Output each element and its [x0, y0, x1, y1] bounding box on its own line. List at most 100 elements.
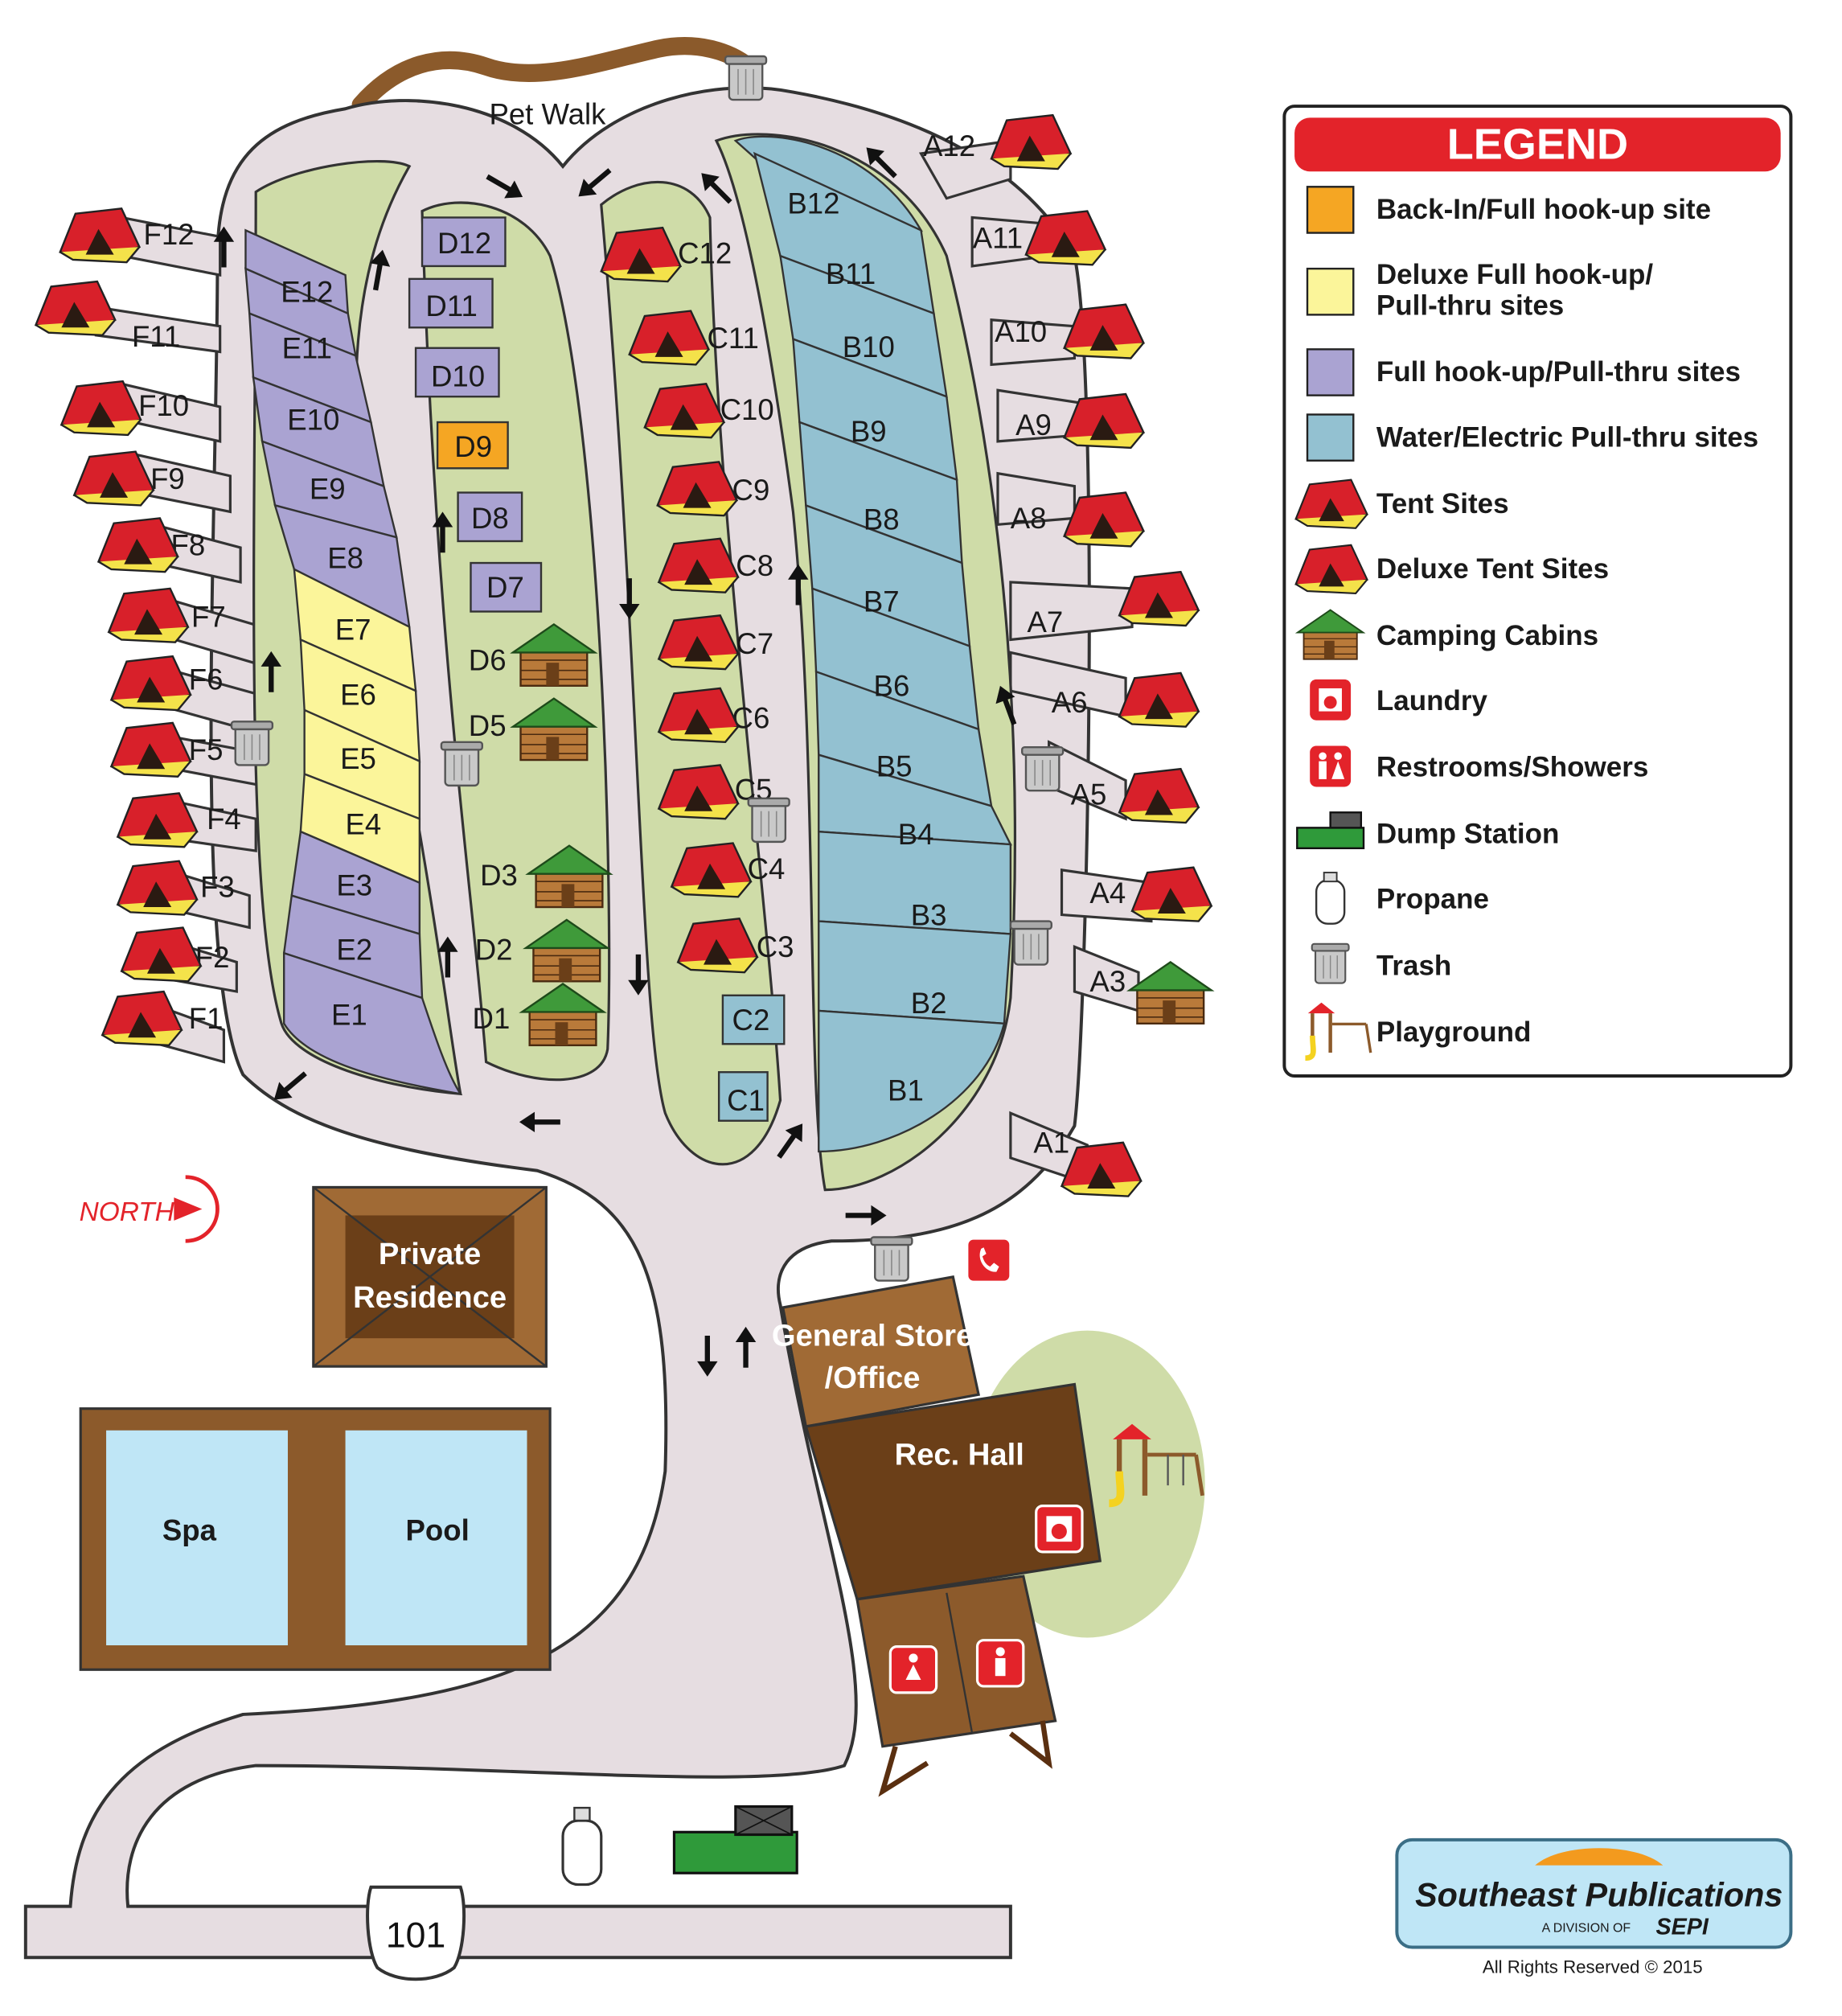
- legend-item: Deluxe Tent Sites: [1294, 544, 1609, 594]
- site-label-c8: C8: [736, 549, 773, 582]
- trash-icon: [440, 741, 484, 787]
- site-label-d9: D9: [454, 430, 492, 463]
- north-indicator: NORTH: [80, 1175, 219, 1243]
- dump-station-icon: [672, 1805, 798, 1874]
- private-residence-label-1: Private: [379, 1237, 481, 1271]
- site-label-e1: E1: [331, 998, 367, 1031]
- tent-icon: [108, 587, 190, 643]
- site-label-b2: B2: [911, 987, 947, 1020]
- north-label: NORTH: [80, 1197, 175, 1227]
- site-label-c12: C12: [678, 237, 732, 270]
- tent-icon: [110, 721, 192, 778]
- site-label-b11: B11: [826, 257, 876, 290]
- playground-icon: [1108, 1423, 1204, 1508]
- legend-label: Tent Sites: [1376, 488, 1509, 519]
- trash-icon: [1021, 745, 1065, 792]
- site-label-b9: B9: [851, 415, 887, 448]
- spa-label: Spa: [162, 1514, 217, 1547]
- site-label-b6: B6: [874, 670, 910, 703]
- legend-label: Restrooms/Showers: [1376, 752, 1648, 783]
- site-label-a1: A1: [1033, 1126, 1069, 1159]
- site-label-d10: D10: [431, 359, 485, 392]
- legend-label: Propane: [1376, 884, 1489, 915]
- cabin-icon: [1128, 961, 1212, 1024]
- trash-icon: [1009, 920, 1052, 966]
- site-label-d8: D8: [471, 502, 509, 535]
- site-label-f9: F9: [150, 462, 185, 495]
- private-residence-label-2: Residence: [353, 1280, 507, 1315]
- site-label-f3: F3: [200, 870, 235, 903]
- legend-item: Water/Electric Pull-thru sites: [1306, 413, 1758, 462]
- site-label-a5: A5: [1071, 778, 1107, 811]
- restroom-icon-women: [888, 1645, 938, 1694]
- site-label-a8: A8: [1011, 502, 1047, 535]
- tent-icon: [1118, 767, 1200, 824]
- site-label-e10: E10: [287, 404, 339, 437]
- site-labels: A1A3A4A5A6A7A8A9A10A11A12B1B2B3B4B5B6B7B…: [132, 129, 1126, 1159]
- legend-item: Restrooms/Showers: [1310, 745, 1648, 787]
- general-store-building: General Store /Office Rec. Hall: [772, 1275, 1102, 1797]
- publisher-logo: Southeast Publications A DIVISION OF SEP…: [1395, 1837, 1793, 1977]
- site-label-f6: F6: [189, 663, 224, 696]
- legend-label: Laundry: [1376, 685, 1488, 716]
- f-spurs: [94, 216, 270, 1064]
- tent-icon: [120, 926, 202, 983]
- site-label-d2: D2: [475, 933, 513, 966]
- site-label-e9: E9: [310, 472, 346, 505]
- trash-icon: [1311, 942, 1350, 984]
- tent-icon: [990, 113, 1072, 170]
- site-label-e7: E7: [335, 614, 371, 647]
- tent-icon: [59, 207, 141, 264]
- publisher-sub-label: A DIVISION OF: [1542, 1921, 1631, 1935]
- a-spurs: [918, 139, 1153, 1185]
- legend-label: Back-In/Full hook-up site: [1376, 194, 1711, 225]
- trash-icon: [724, 55, 768, 101]
- site-label-e5: E5: [340, 742, 376, 775]
- legend-item: Tent Sites: [1294, 478, 1509, 529]
- site-label-f10: F10: [138, 389, 189, 422]
- site-label-a9: A9: [1015, 409, 1052, 441]
- site-label-f7: F7: [191, 601, 226, 634]
- legend-item: Propane: [1315, 872, 1489, 925]
- site-label-f11: F11: [132, 320, 180, 353]
- propane-icon: [561, 1806, 603, 1887]
- site-label-a7: A7: [1027, 606, 1063, 638]
- pet-walk-path: [351, 37, 757, 114]
- legend-item: Playground: [1305, 1002, 1531, 1061]
- orange-swatch: [1306, 186, 1355, 234]
- e-sites: [244, 228, 463, 1095]
- dump-station-icon: [1296, 811, 1365, 850]
- tent-icon: [117, 792, 199, 848]
- pet-walk-label: Pet Walk: [489, 97, 606, 130]
- legend-item: Deluxe Full hook-up/Pull-thru sites: [1306, 259, 1653, 321]
- pool-area: Spa Pool: [79, 1407, 552, 1671]
- site-label-d3: D3: [480, 859, 518, 892]
- legend-item: Camping Cabins: [1296, 609, 1598, 660]
- tent-icon: [110, 655, 192, 712]
- playground-icon: [1305, 1002, 1372, 1061]
- site-label-e11: E11: [282, 331, 332, 364]
- publisher-brand-label: SEPI: [1656, 1915, 1709, 1940]
- restroom-icon: [1310, 745, 1352, 787]
- legend-label: Deluxe Full hook-up/: [1376, 259, 1653, 290]
- site-label-c4: C4: [748, 852, 786, 885]
- site-label-a6: A6: [1052, 686, 1088, 719]
- highway-label: 101: [386, 1916, 445, 1956]
- legend-label: Dump Station: [1376, 818, 1559, 849]
- tent-icon: [101, 990, 183, 1047]
- site-label-e3: E3: [336, 869, 372, 902]
- legend-label: Camping Cabins: [1376, 620, 1598, 651]
- site-label-b12: B12: [787, 187, 839, 220]
- tent-icon: [35, 280, 117, 337]
- site-label-f4: F4: [207, 803, 241, 836]
- legend-label: Full hook-up/Pull-thru sites: [1376, 356, 1741, 388]
- site-label-c6: C6: [732, 701, 770, 734]
- legend-label: Deluxe Tent Sites: [1376, 553, 1609, 585]
- site-label-c2: C2: [732, 1004, 770, 1037]
- tent-icon: [97, 517, 179, 573]
- site-label-b7: B7: [864, 585, 900, 618]
- phone-icon: [966, 1237, 1012, 1283]
- site-label-f5: F5: [189, 733, 224, 766]
- copyright-label: All Rights Reserved © 2015: [1483, 1956, 1703, 1977]
